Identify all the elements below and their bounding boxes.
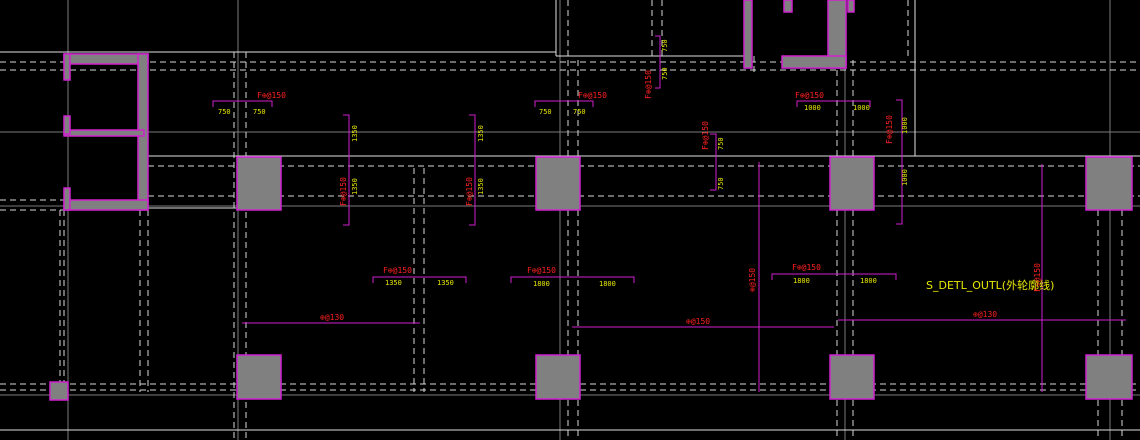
- dim-text: 1800: [860, 277, 877, 285]
- dim-text: 750: [661, 39, 669, 52]
- column-d2: [1085, 354, 1133, 400]
- column-d1: [1085, 156, 1133, 211]
- rebar-lines: [212, 35, 1126, 392]
- rebar-label-bot-c: ⊕@130: [973, 310, 997, 319]
- column-left-small: [49, 381, 69, 401]
- column-b2: [535, 354, 581, 400]
- dim-text: 1000: [804, 104, 821, 112]
- rebar-label-vert-a: F⊕@150: [339, 177, 348, 206]
- rebar-label-top-a: F⊕@150: [257, 91, 286, 100]
- dim-text: 1350: [351, 125, 359, 142]
- column-c2: [829, 354, 875, 400]
- beam-outlines: [0, 0, 1140, 431]
- dim-text: 750: [717, 137, 725, 150]
- rebar-label-bot-b: ⊕@150: [686, 317, 710, 326]
- rebar-label-top-c: F⊕@150: [795, 91, 824, 100]
- dim-text: 1350: [385, 279, 402, 287]
- dim-text: 750: [539, 108, 552, 116]
- dim-text: 1350: [437, 279, 454, 287]
- columns: [49, 156, 1133, 401]
- rebar-label-bot-a: ⊕@130: [320, 313, 344, 322]
- dim-text: 750: [573, 108, 586, 116]
- column-a2: [236, 354, 282, 400]
- dim-text: 750: [218, 108, 231, 116]
- dimension-texts: 750 750 750 750 1000 1000 1000 1000 1350…: [218, 39, 909, 288]
- dim-text: 750: [661, 67, 669, 80]
- rebar-label-vert-d: F⊕@150: [1033, 263, 1042, 292]
- dim-text: 1800: [793, 277, 810, 285]
- rebar-label-mid-c: F⊕@150: [792, 263, 821, 272]
- dim-text: 1350: [477, 125, 485, 142]
- concrete-members: [63, 0, 855, 211]
- dim-text: 1350: [351, 178, 359, 195]
- dim-text: 1000: [901, 169, 909, 186]
- dim-text: 750: [717, 177, 725, 190]
- rebar-label-vert-c: F⊕@150: [885, 115, 894, 144]
- rebar-label-top-b: F⊕@150: [578, 91, 607, 100]
- dim-text: 1800: [599, 280, 616, 288]
- rebar-label-mid-d: ⊕@150: [748, 268, 757, 292]
- dim-text: 1000: [901, 117, 909, 134]
- rebar-label-mid-a: F⊕@150: [383, 266, 412, 275]
- rebar-label-mid-b: F⊕@150: [527, 266, 556, 275]
- column-a1: [236, 156, 282, 211]
- dim-text: 1000: [853, 104, 870, 112]
- column-c1: [829, 156, 875, 211]
- dim-text: 750: [253, 108, 266, 116]
- rebar-label-vert-b: F⊕@150: [465, 177, 474, 206]
- rebar-label-vert-f: F⊕@150: [701, 121, 710, 150]
- column-b1: [535, 156, 581, 211]
- dim-text: 1350: [477, 178, 485, 195]
- rebar-labels: F⊕@150 F⊕@150 F⊕@150 F⊕@150 F⊕@150 F⊕@15…: [257, 70, 1042, 326]
- rebar-label-vert-e: F⊕@150: [644, 70, 653, 99]
- layer-name-label: S_DETL_OUTL(外轮廓线): [926, 278, 1054, 292]
- dim-text: 1800: [533, 280, 550, 288]
